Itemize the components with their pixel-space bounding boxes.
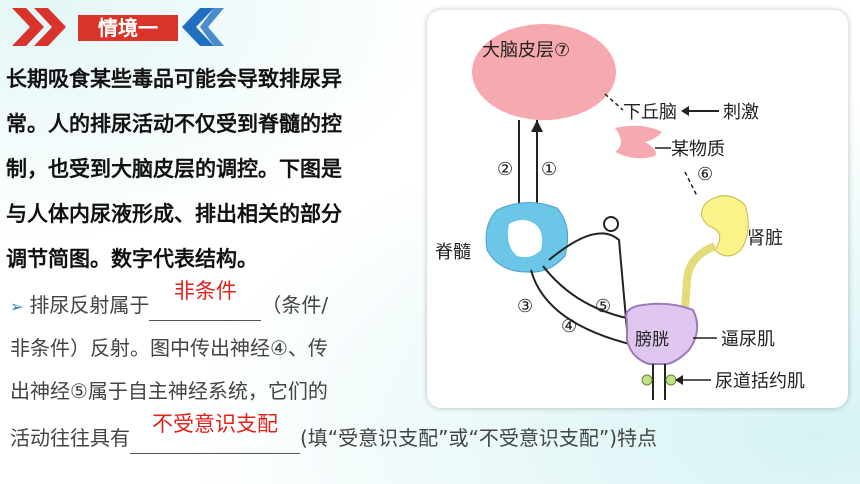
intro-line: 与人体内尿液形成、排出相关的部分 (6, 202, 342, 226)
hypothalamus-label: 下丘脑 (623, 102, 677, 123)
question-line-3: 出神经⑤属于自主神经系统，它们的 (10, 379, 328, 403)
spinal-label: 脊髓 (435, 242, 471, 263)
label-num6: ⑥ (697, 164, 713, 185)
afferent-nerve (548, 232, 628, 331)
answer-1: 非条件 (173, 279, 237, 303)
label-num1: ① (541, 159, 557, 180)
bladder-shape (625, 302, 699, 365)
sphincter-right (665, 374, 677, 386)
brain-hypothalamus-link (604, 93, 624, 111)
intro-paragraph: 长期吸食某些毒品可能会导致排尿异 常。人的排尿活动不仅受到脊髓的控 制，也受到大… (6, 57, 426, 282)
question-line-4: 活动往往具有不受意识支配 (填“受意识支配”或“不受意识支配”)特点 (10, 412, 657, 454)
brain-shape (472, 24, 616, 120)
substance-label: 某物质 (671, 139, 725, 160)
chevron-right-icon (12, 8, 66, 46)
kidney-label: 肾脏 (747, 228, 783, 249)
label-num2: ② (497, 159, 513, 180)
detrusor-label: 逼尿肌 (721, 329, 775, 350)
urination-diagram: 大脑皮层⑦ ② ① 下丘脑 刺激 某物质 ⑥ 肾脏 脊髓 ③ (435, 24, 805, 400)
sphincter-left (641, 374, 653, 386)
brain-label: 大脑皮层⑦ (482, 40, 570, 61)
bladder-label: 膀胱 (635, 330, 669, 350)
section-banner: 情境一 (10, 6, 224, 48)
hormone-path (684, 171, 698, 197)
efferent-nerve-5 (542, 265, 638, 321)
question-line-1: ➢排尿反射属于非条件 （条件/ (10, 279, 328, 322)
spinal-grey-matter (508, 220, 543, 258)
chevron-left-icon (182, 8, 224, 46)
arrow-up-icon (531, 120, 543, 132)
arrow-bullet-icon: ➢ (10, 297, 24, 316)
answer-blank-2[interactable]: 不受意识支配 (130, 412, 300, 454)
question-line-2: 非条件）反射。图中传出神经④、传 (10, 336, 328, 360)
arrow-left-icon (681, 106, 689, 116)
intro-line: 常。人的排尿活动不仅受到脊髓的控 (6, 112, 342, 136)
section-title: 情境一 (78, 15, 178, 41)
label-num5: ⑤ (595, 296, 611, 317)
intro-line: 长期吸食某些毒品可能会导致排尿异 (6, 67, 342, 91)
stimulus-label: 刺激 (723, 102, 759, 123)
intro-line: 调节简图。数字代表结构。 (6, 247, 258, 271)
sphincter-label: 尿道括约肌 (715, 371, 805, 392)
kidney-shape (701, 195, 749, 257)
label-num4: ④ (561, 316, 577, 337)
ganglion (603, 216, 619, 232)
label-num3: ③ (517, 296, 533, 317)
pituitary-shape (615, 125, 662, 159)
intro-line: 制，也受到大脑皮层的调控。下图是 (6, 157, 342, 181)
diagram-panel: 大脑皮层⑦ ② ① 下丘脑 刺激 某物质 ⑥ 肾脏 脊髓 ③ (427, 10, 848, 408)
answer-2: 不受意识支配 (152, 412, 278, 436)
answer-blank-1[interactable]: 非条件 (149, 279, 262, 321)
arrow-left-icon-2 (675, 375, 683, 385)
